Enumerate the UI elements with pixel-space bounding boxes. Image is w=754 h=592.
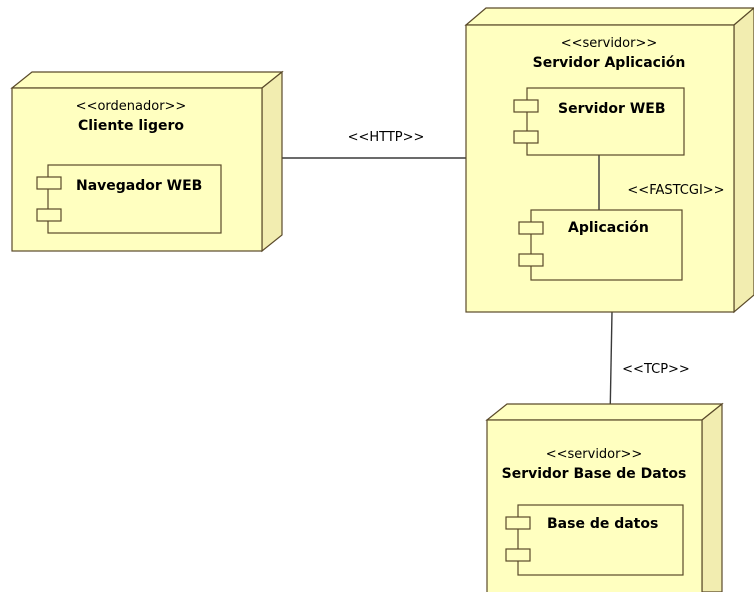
- node-servidor-aplicacion[interactable]: <<servidor>> Servidor Aplicación Servido…: [464, 7, 754, 314]
- node-cliente-ligero[interactable]: <<ordenador>> Cliente ligero Navegador W…: [10, 70, 284, 253]
- fastcgi-label: <<FASTCGI>>: [627, 183, 724, 198]
- node-title: Servidor Aplicación: [533, 55, 686, 71]
- component-label: Navegador WEB: [76, 178, 202, 194]
- tcp-connection-line: [609, 311, 613, 421]
- component-label: Servidor WEB: [558, 101, 666, 117]
- component-port-icon: [36, 208, 62, 222]
- component-port-icon: [36, 176, 62, 190]
- component-port-icon: [505, 516, 531, 530]
- http-label: <<HTTP>>: [348, 130, 425, 145]
- component-port-icon: [513, 99, 539, 113]
- component-navegador-web[interactable]: Navegador WEB: [36, 164, 222, 234]
- tcp-label: <<TCP>>: [622, 362, 690, 377]
- component-port-icon: [518, 253, 544, 267]
- node-stereotype: <<servidor>>: [561, 36, 658, 51]
- node-stereotype: <<servidor>>: [546, 447, 643, 462]
- component-base-de-datos[interactable]: Base de datos: [505, 504, 684, 576]
- node-title: Cliente ligero: [78, 118, 184, 134]
- component-port-icon: [505, 548, 531, 562]
- node-servidor-base-datos[interactable]: <<servidor>> Servidor Base de Datos Base…: [485, 402, 724, 592]
- node-stereotype: <<ordenador>>: [76, 99, 187, 114]
- component-aplicacion[interactable]: Aplicación: [518, 209, 683, 281]
- component-port-icon: [513, 130, 539, 144]
- component-port-icon: [518, 221, 544, 235]
- component-label: Base de datos: [547, 516, 658, 532]
- component-servidor-web[interactable]: Servidor WEB: [513, 87, 685, 156]
- node-title: Servidor Base de Datos: [502, 466, 687, 482]
- component-label: Aplicación: [568, 220, 649, 236]
